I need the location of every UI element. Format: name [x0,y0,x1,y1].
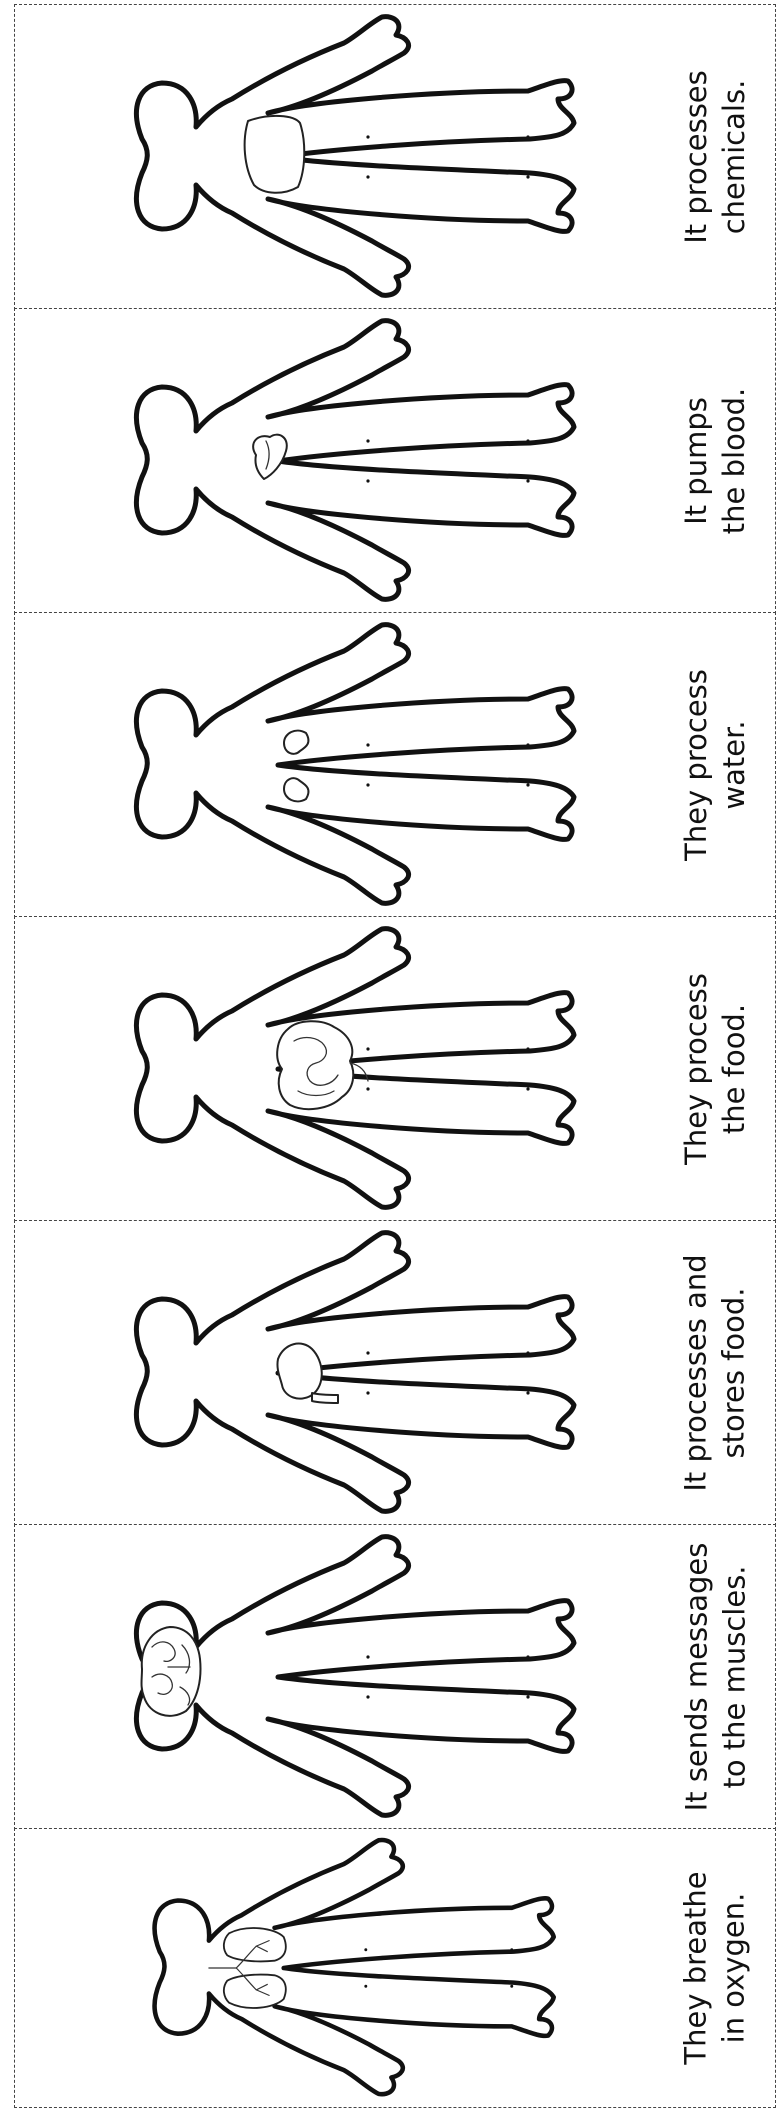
caption-line-1: It sends messages [677,1543,715,1812]
human-body-figure [37,1833,649,2103]
organ-card-heart: It pumps the blood. [14,308,776,614]
organ-card-lungs: They breathe in oxygen. [14,1828,776,2108]
body-outline [136,1537,574,1816]
caption-box: It processes chemicals. [655,5,775,309]
caption-line-2: the food. [715,973,753,1165]
human-body-figure [37,313,649,609]
joint-mark [526,1695,529,1698]
caption-box: They process the food. [655,917,775,1221]
caption-line-1: They process [677,973,715,1165]
caption-line-1: It processes and [677,1254,715,1491]
caption-line-2: stores food. [715,1254,753,1491]
heart-icon [253,435,287,479]
joint-mark [526,1655,529,1658]
organ-card-brain: It sends messages to the muscles. [14,1524,776,1830]
human-body-figure [37,1225,649,1521]
joint-mark [510,1948,513,1951]
joint-mark [366,479,369,482]
joint-mark [366,1047,369,1050]
intestines-icon [277,1021,368,1109]
organ-card-kidneys: They process water. [14,612,776,918]
joint-mark [364,1985,367,1988]
joint-mark [526,1391,529,1394]
joint-mark [526,1047,529,1050]
joint-mark [366,743,369,746]
stomach-icon [277,1344,338,1403]
caption-line-1: It pumps [677,388,715,534]
liver-icon [245,116,305,193]
joint-mark [526,439,529,442]
caption-text: It processes chemicals. [677,70,753,244]
body-outline [136,625,574,904]
joint-mark [526,743,529,746]
brain-icon [142,1627,201,1716]
joint-mark [526,783,529,786]
body-outline [136,1233,574,1512]
human-body-figure [37,617,649,913]
human-body-figure [37,9,649,305]
caption-text: It pumps the blood. [677,388,753,534]
caption-line-2: the blood. [715,388,753,534]
caption-line-1: They breathe [677,1871,715,2064]
joint-mark [366,135,369,138]
caption-line-2: water. [715,669,753,861]
organ-card-stomach: It processes and stores food. [14,1220,776,1526]
caption-box: They breathe in oxygen. [655,1829,775,2107]
caption-text: They breathe in oxygen. [677,1871,753,2064]
caption-line-1: It processes [677,70,715,244]
joint-mark [366,1351,369,1354]
caption-line-2: to the muscles. [715,1543,753,1812]
caption-box: It sends messages to the muscles. [655,1525,775,1829]
joint-mark [526,1087,529,1090]
joint-mark [526,175,529,178]
caption-text: They process the food. [677,973,753,1165]
joint-mark [366,439,369,442]
joint-mark [364,1948,367,1951]
human-body-figure [37,921,649,1217]
body-outline [155,1840,554,2094]
caption-line-1: They process [677,669,715,861]
joint-mark [366,175,369,178]
caption-line-2: chemicals. [715,70,753,244]
joint-mark [510,1985,513,1988]
organ-card-intestines: They process the food. [14,916,776,1222]
body-outline [136,321,574,600]
body-outline [136,929,574,1208]
caption-box: They process water. [655,613,775,917]
caption-line-2: in oxygen. [715,1871,753,2064]
lungs-icon [209,1928,286,2008]
caption-box: It processes and stores food. [655,1221,775,1525]
joint-mark [366,783,369,786]
joint-mark [526,479,529,482]
joint-mark [526,1351,529,1354]
joint-mark [366,1391,369,1394]
body-outline [136,17,574,296]
joint-mark [366,1695,369,1698]
joint-mark [366,1655,369,1658]
caption-text: It sends messages to the muscles. [677,1543,753,1812]
joint-mark [366,1087,369,1090]
caption-box: It pumps the blood. [655,309,775,613]
joint-mark [526,135,529,138]
caption-text: They process water. [677,669,753,861]
caption-text: It processes and stores food. [677,1254,753,1491]
human-body-figure [37,1529,649,1825]
organ-card-liver: It processes chemicals. [14,4,776,310]
